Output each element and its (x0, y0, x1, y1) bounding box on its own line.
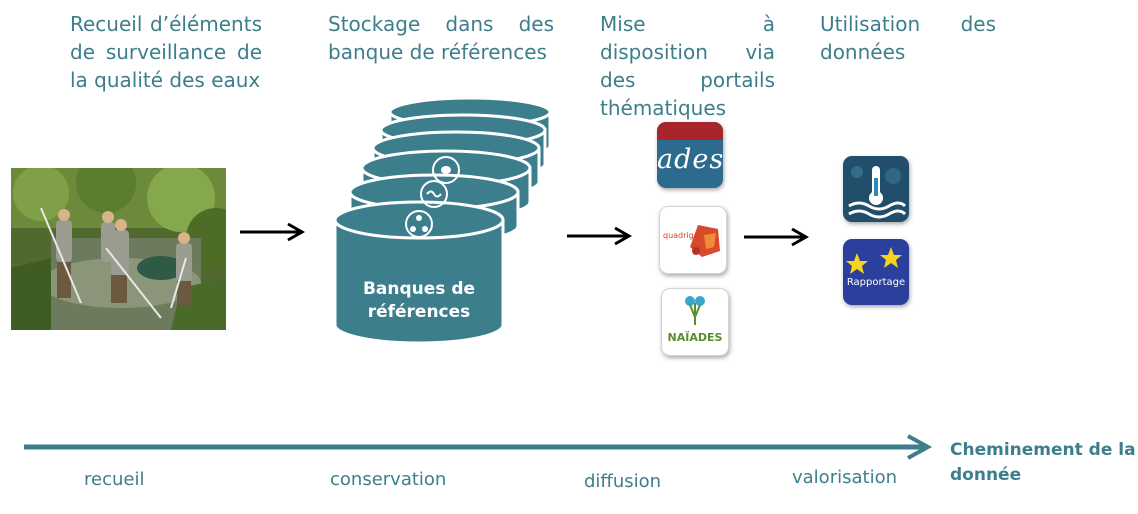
ades-portal-icon[interactable]: ades (657, 122, 723, 188)
ades-label: ades (657, 144, 723, 175)
stage-diffusion: diffusion (584, 471, 662, 492)
heading-portals: Mise à disposition via des portails thém… (600, 12, 775, 120)
arrow-collect-to-storage (240, 222, 306, 242)
reporting-label: Rapportage (846, 277, 906, 288)
quadrige-portal-icon[interactable]: quadrige (659, 206, 727, 274)
reporting-icon[interactable]: Rapportage (843, 239, 909, 305)
reference-banks-label: Banques de références (362, 279, 476, 322)
arrow-portals-to-usage (744, 227, 810, 247)
heading-usage: Utilisation des données (820, 12, 996, 64)
heading-storage: Stockage dans des banque de références (328, 12, 554, 64)
wave-icon (420, 180, 448, 208)
thermometer-water-icon[interactable] (843, 156, 909, 222)
bug-icon (432, 156, 460, 184)
network-icon (405, 210, 433, 238)
stage-conservation: conservation (330, 469, 447, 490)
flow-axis-arrow (24, 434, 934, 464)
quadrige-label: quadrige (663, 231, 699, 240)
naiades-portal-icon[interactable]: NAÏADES (661, 288, 729, 356)
arrow-storage-to-portals (567, 226, 633, 246)
field-sampling-photo (11, 168, 226, 330)
naiades-label: NAÏADES (667, 331, 723, 344)
flow-axis-title: Cheminement de la donnée (950, 440, 1136, 485)
stage-recueil: recueil (84, 469, 145, 490)
stage-valorisation: valorisation (792, 467, 897, 488)
heading-collect: Recueil d’éléments de surveillance de la… (70, 12, 262, 92)
reference-banks-stack: Banques de références (318, 90, 558, 350)
